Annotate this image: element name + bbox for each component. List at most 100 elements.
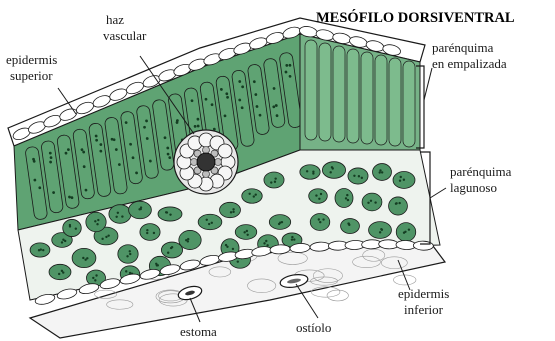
chloroplast	[146, 229, 148, 231]
label-parenquima-lagunoso: parénquima lagunoso	[450, 164, 515, 195]
chloroplast	[211, 222, 213, 224]
chloroplast	[208, 223, 210, 225]
chloroplast	[129, 250, 131, 252]
leader-parenquima-empalizada	[424, 68, 432, 100]
spongy-cell	[242, 189, 262, 204]
chloroplast	[398, 202, 400, 204]
palisade-side-cell	[333, 46, 345, 142]
chloroplast	[138, 208, 140, 210]
surface-cell-outline	[327, 290, 348, 301]
chloroplast	[126, 255, 128, 257]
chloroplast	[187, 240, 189, 242]
chloroplast	[105, 236, 107, 238]
chloroplast	[331, 166, 333, 168]
spongy-cell	[220, 202, 241, 217]
chloroplast	[94, 279, 96, 281]
chloroplast	[263, 242, 265, 244]
chloroplast	[206, 219, 208, 221]
xylem-cell	[203, 147, 210, 154]
chloroplast	[293, 238, 295, 240]
chloroplast	[319, 221, 321, 223]
chloroplast	[230, 211, 232, 213]
chloroplast	[107, 234, 109, 236]
chloroplast	[255, 193, 257, 195]
spongy-cell	[109, 205, 131, 224]
chloroplast	[320, 193, 322, 195]
xylem-cell	[215, 159, 222, 166]
chloroplast	[246, 230, 248, 232]
spongy-cell	[389, 197, 408, 215]
chloroplast	[318, 198, 320, 200]
palisade-side-cell	[403, 61, 415, 147]
spongy-cell	[335, 188, 353, 207]
chloroplast	[358, 175, 360, 177]
chloroplast	[408, 228, 410, 230]
spongy-cell	[161, 242, 182, 258]
chloroplast	[381, 229, 383, 231]
chloroplast	[232, 208, 234, 210]
spongy-cell	[235, 225, 257, 240]
chloroplast	[92, 277, 94, 279]
chloroplast	[125, 270, 127, 272]
chloroplast	[370, 200, 372, 202]
chloroplast	[306, 170, 308, 172]
chloroplast	[374, 201, 376, 203]
vascular-sheath-cell	[218, 144, 232, 158]
chloroplast	[379, 169, 381, 171]
chloroplast	[315, 194, 317, 196]
chloroplast	[291, 236, 293, 238]
chloroplast	[265, 240, 267, 242]
chloroplast	[246, 234, 248, 236]
chloroplast	[115, 216, 117, 218]
chloroplast	[253, 195, 255, 197]
chloroplast	[291, 238, 293, 240]
chloroplast	[169, 213, 171, 215]
palisade-side-cell	[305, 40, 317, 140]
spongy-cell	[63, 219, 82, 236]
chloroplast	[69, 225, 71, 227]
spongy-cell	[118, 245, 138, 264]
leader-parenquima-lagunoso	[430, 188, 446, 198]
chloroplast	[96, 223, 98, 225]
chloroplast	[312, 170, 314, 172]
xylem-cell	[203, 171, 210, 178]
chloroplast	[346, 194, 348, 196]
chloroplast	[82, 257, 84, 259]
palisade-side-cell	[347, 49, 359, 143]
chloroplast	[42, 249, 44, 251]
chloroplast	[86, 257, 88, 259]
palisade-side-cell	[361, 52, 373, 144]
chloroplast	[381, 171, 383, 173]
chloroplast	[395, 202, 397, 204]
chloroplast	[75, 228, 77, 230]
chloroplast	[347, 199, 349, 201]
chloroplast	[237, 260, 239, 262]
chloroplast	[121, 215, 123, 217]
chloroplast	[248, 193, 250, 195]
spongy-cell	[362, 193, 382, 211]
spongy-cell	[140, 224, 160, 241]
label-ostiolo: ostíolo	[296, 320, 331, 335]
label-estoma: estoma	[180, 324, 217, 339]
chloroplast	[329, 171, 331, 173]
spongy-cell	[264, 172, 284, 188]
chloroplast	[318, 218, 320, 220]
spongy-cell	[341, 219, 360, 234]
chloroplast	[153, 232, 155, 234]
palisade-side-cell	[389, 58, 401, 146]
chloroplast	[353, 175, 355, 177]
chloroplast	[117, 212, 119, 214]
chloroplast	[62, 271, 64, 273]
chloroplast	[232, 211, 234, 213]
chloroplast	[167, 252, 169, 254]
chloroplast	[399, 180, 401, 182]
chloroplast	[170, 247, 172, 249]
chloroplast	[226, 246, 228, 248]
palisade-side-cell	[319, 43, 331, 141]
label-haz-vascular: haz vascular	[103, 12, 147, 43]
chloroplast	[322, 218, 324, 220]
spongy-cell	[309, 189, 328, 204]
chloroplast	[379, 231, 381, 233]
label-epidermis-superior: epidermis superior	[6, 52, 61, 83]
